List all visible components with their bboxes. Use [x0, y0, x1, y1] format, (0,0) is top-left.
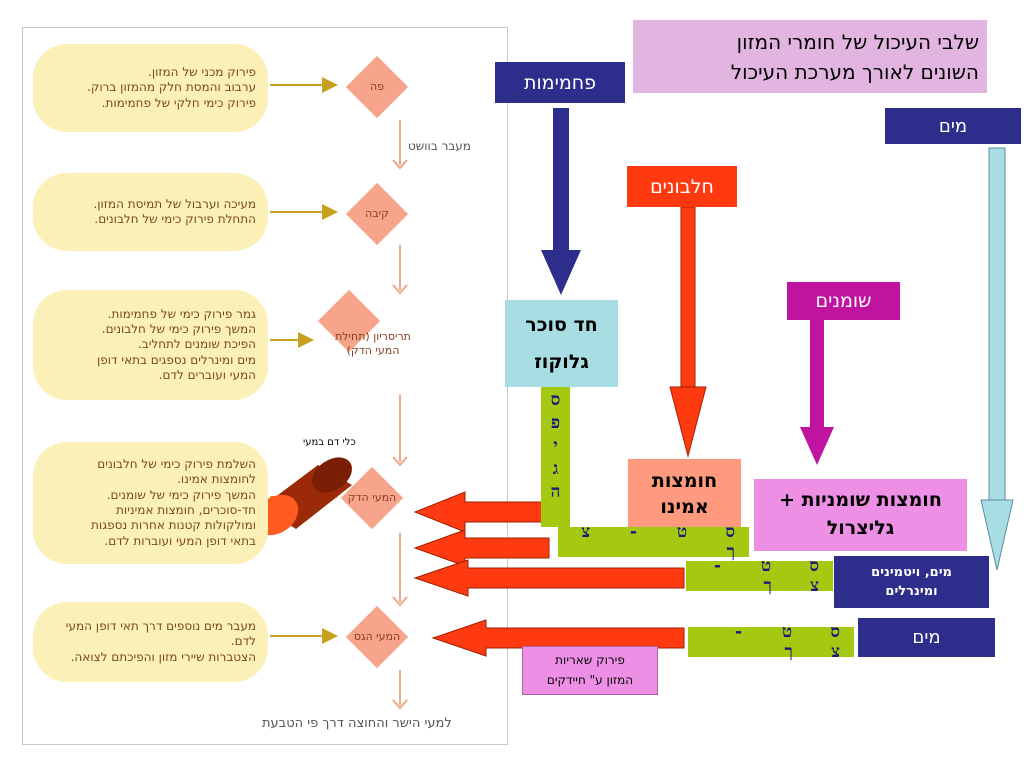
- blood-vessel-label: כלי דם במעי: [303, 437, 356, 448]
- note-mouth: פירוק מכני של המזון. ערבוב והמסת חלק מהמ…: [33, 44, 268, 132]
- stage-duodenum-label: תריסריון (תחילת המעי הדק): [335, 330, 411, 357]
- esophagus-label: מעבר בוושט: [408, 139, 471, 153]
- vertical-letter-1: ס: [550, 390, 561, 410]
- amino-box: חומצות אמינו: [628, 459, 741, 530]
- note-stomach: מעיכה וערבול של תמיסת המזון. התחלת פירוק…: [33, 173, 268, 251]
- glucose-line1: חד סוכר: [525, 314, 598, 337]
- absorption-row-3: ס ט - צ ך: [688, 622, 854, 662]
- absorption-arrow-3: [413, 559, 685, 597]
- protein-arrow-head: [669, 386, 707, 458]
- title-text: שלבי העיכול של חומרי המזון השונים לאורך …: [730, 29, 979, 84]
- absorption-arrow-1: [413, 491, 550, 533]
- water-top-label: מים: [885, 108, 1021, 144]
- proteins-label: חלבונים: [627, 166, 737, 207]
- amino-line1: חומצות: [651, 469, 718, 492]
- note-large-intestine: מעבר מים נוספים דרך תאי דופן המעי לדם. ה…: [33, 602, 268, 682]
- fats-arrow-shaft: [810, 319, 824, 427]
- carbs-arrow-head: [541, 250, 581, 295]
- vertical-letter-4: ג: [552, 459, 559, 479]
- absorption-vertical-letters: ס פ י ג ה: [541, 389, 570, 504]
- glucose-box: חד סוכר גלוקוז: [505, 300, 618, 387]
- vitamins-line2: ומינרלים: [885, 584, 938, 599]
- vitamins-box: מים, ויטמינים ומינרלים: [834, 556, 989, 608]
- carbs-arrow-shaft: [553, 108, 569, 253]
- fats-arrow-head: [800, 427, 834, 465]
- absorption-row-1: ס ט - צ ך: [558, 522, 749, 562]
- vitamins-line1: מים, ויטמינים: [871, 564, 952, 580]
- bacteria-line2: המזון ע" חיידקים: [546, 672, 634, 687]
- vertical-letter-3: י: [553, 436, 558, 456]
- absorption-arrow-2: [413, 529, 550, 567]
- protein-arrow-shaft: [680, 206, 696, 388]
- absorption-vertical-strip: [541, 387, 570, 527]
- water-arrow-shaft: [988, 147, 1006, 501]
- title-box: שלבי העיכול של חומרי המזון השונים לאורך …: [633, 20, 987, 93]
- stage-large-intestine-label: המעי הגס: [353, 630, 401, 643]
- stage-stomach-label: קיבה: [365, 207, 389, 220]
- fatty-line2: גליצרול: [826, 517, 895, 539]
- vertical-letter-2: פ: [550, 413, 561, 433]
- note-duodenum: גמר פירוק כימי של פחמימות. המשך פירוק כי…: [33, 290, 268, 400]
- carbs-label: פחמימות: [495, 62, 625, 103]
- exit-label: למעי הישר והחוצה דרך פי הטבעת: [262, 716, 452, 731]
- fatty-acids-box: חומצות שומניות + גליצרול: [754, 479, 967, 551]
- note-small-intestine: השלמת פירוק כימי של חלבונים לחומצות אמינ…: [33, 442, 268, 564]
- fatty-line1: חומצות שומניות +: [779, 489, 942, 512]
- fats-label: שומנים: [787, 282, 900, 320]
- water-arrow-head: [980, 499, 1014, 571]
- bacteria-box: פירוק שאריות המזון ע" חיידקים: [522, 646, 658, 695]
- stage-small-intestine-label: המעי הדק: [347, 491, 397, 504]
- stage-mouth-label: פה: [369, 80, 385, 93]
- bacteria-line1: פירוק שאריות: [555, 653, 625, 668]
- water-bottom-label: מים: [858, 618, 995, 657]
- glucose-line2: גלוקוז: [534, 350, 589, 373]
- vertical-letter-5: ה: [550, 482, 561, 502]
- absorption-row-2: ס ט - צ ך: [686, 556, 833, 596]
- amino-line2: אמינו: [660, 495, 709, 518]
